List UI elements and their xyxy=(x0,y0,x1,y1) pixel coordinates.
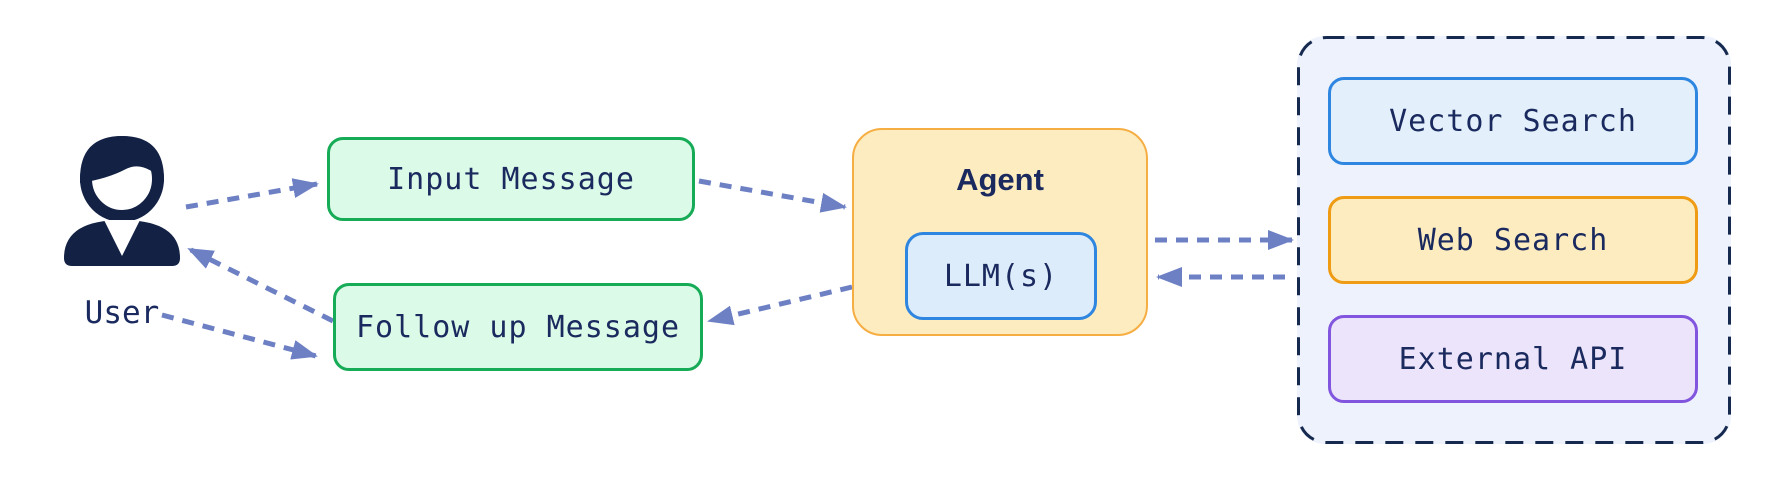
agent-title: Agent xyxy=(956,162,1044,197)
node-agent: Agent LLM(s) xyxy=(852,128,1148,336)
user-label: User xyxy=(84,295,160,331)
arrow-user-to-input xyxy=(185,178,319,210)
tool-web-search: Web Search xyxy=(1328,196,1698,284)
user-icon xyxy=(64,136,180,266)
tools-container: Vector Search Web Search External API xyxy=(1297,36,1731,444)
node-follow-up-message: Follow up Message xyxy=(333,283,703,371)
user-actor: User xyxy=(62,132,182,332)
tool-external-api: External API xyxy=(1328,315,1698,403)
node-llm: LLM(s) xyxy=(905,232,1097,320)
node-input-message: Input Message xyxy=(327,137,695,221)
tool-vector-search: Vector Search xyxy=(1328,77,1698,165)
arrow-agent-to-followup xyxy=(707,284,853,326)
arrow-input-to-agent xyxy=(698,178,847,213)
arrow-followup-to-user xyxy=(187,246,335,324)
